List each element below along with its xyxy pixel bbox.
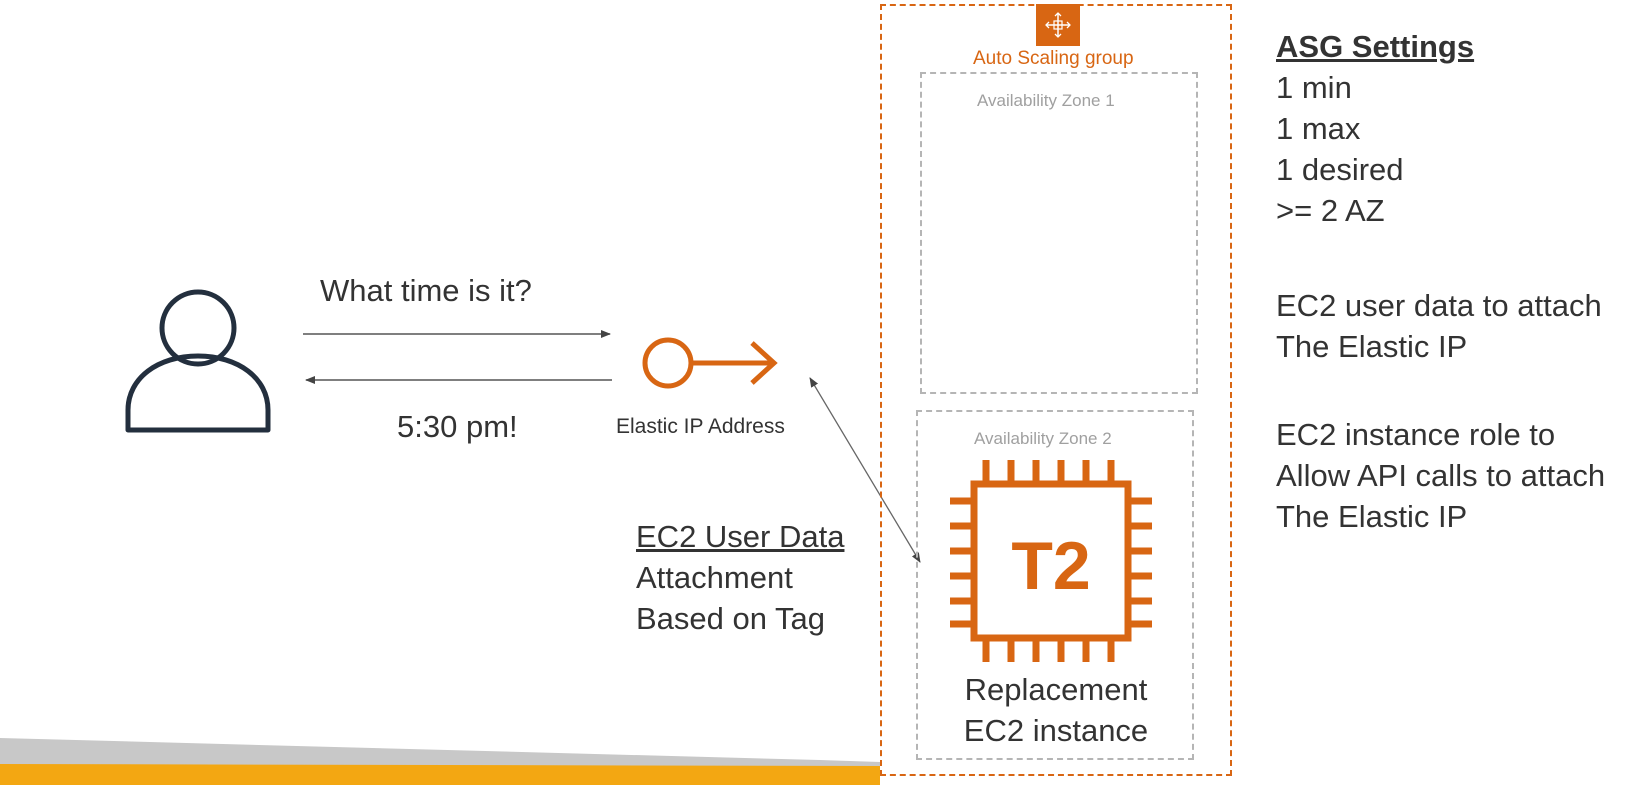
availability-zone-1-box [920,72,1198,394]
user-data-note-line: Based on Tag [636,601,826,636]
ec2-t2-chip-icon: T2 [950,460,1152,662]
user-data-note: EC2 User Data Attachment Based on Tag [636,516,844,639]
user-data-settings: EC2 user data to attach The Elastic IP [1276,285,1602,367]
replacement-instance-caption: Replacement EC2 instance [926,669,1186,751]
asg-settings-title: ASG Settings [1276,29,1475,64]
user-data-setting-line: EC2 user data to attach [1276,288,1602,323]
availability-zone-2-box [916,410,1194,760]
asg-setting-line: 1 min [1276,70,1352,105]
asg-setting-line: 1 max [1276,111,1361,146]
user-icon [125,289,271,433]
availability-zone-1-label: Availability Zone 1 [977,91,1115,110]
replacement-caption-line: Replacement [964,672,1148,707]
auto-scaling-icon [1036,4,1080,46]
attach-connector [809,377,921,563]
elastic-ip-icon [642,337,778,389]
availability-zone-2-label: Availability Zone 2 [974,429,1112,448]
request-text: What time is it? [320,273,532,308]
asg-settings-panel: ASG Settings 1 min 1 max 1 desired >= 2 … [1276,26,1474,231]
replacement-caption-line: EC2 instance [963,713,1149,748]
instance-role-settings: EC2 instance role to Allow API calls to … [1276,414,1605,537]
user-data-note-line: Attachment [636,560,793,595]
user-data-note-title: EC2 User Data [636,519,845,554]
instance-role-line: Allow API calls to attach [1276,458,1606,493]
instance-role-line: The Elastic IP [1276,499,1468,534]
instance-role-line: EC2 instance role to [1276,417,1556,452]
footer-band [0,738,880,785]
elastic-ip-label: Elastic IP Address [616,415,785,438]
ec2-chip-text: T2 [1011,528,1090,604]
response-text: 5:30 pm! [397,409,518,444]
user-data-setting-line: The Elastic IP [1276,329,1468,364]
auto-scaling-group-label: Auto Scaling group [973,48,1134,69]
asg-setting-line: 1 desired [1276,152,1404,187]
asg-setting-line: >= 2 AZ [1276,193,1385,228]
